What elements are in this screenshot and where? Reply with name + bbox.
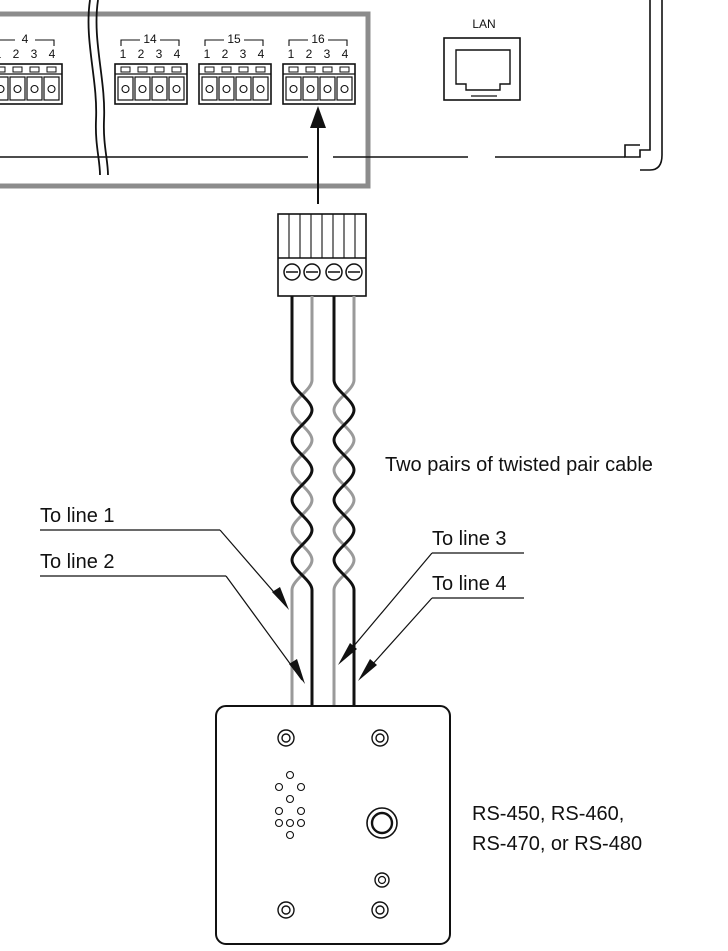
pin-number: 3 — [156, 47, 163, 61]
pin-number: 4 — [49, 47, 56, 61]
plug-screw — [303, 263, 321, 281]
cable-label: Two pairs of twisted pair cable — [385, 454, 653, 476]
pin-number: 2 — [306, 47, 313, 61]
connector-number: 4 — [22, 32, 29, 46]
pin-number: 4 — [174, 47, 181, 61]
speaker-hole — [285, 770, 295, 780]
wire-line-1 — [290, 296, 314, 706]
line3-label: To line 3 — [432, 528, 507, 550]
connector-number: 15 — [227, 32, 241, 46]
pin-number: 2 — [13, 47, 20, 61]
pin-number: 1 — [204, 47, 211, 61]
chassis-right-edge — [624, 0, 663, 171]
terminal-plug — [277, 213, 367, 297]
pin-number: 1 — [120, 47, 127, 61]
pin-number: 4 — [342, 47, 349, 61]
passing-cable-2 — [95, 0, 109, 176]
rear-panel-frame — [0, 11, 371, 189]
plug-screw — [345, 263, 363, 281]
plug-screw — [283, 263, 301, 281]
device-model-label-2: RS-470, or RS-480 — [472, 833, 642, 855]
lan-port: LAN — [443, 17, 521, 101]
line2-label: To line 2 — [40, 551, 115, 573]
speaker-hole — [296, 782, 306, 792]
speaker-grille — [274, 770, 306, 840]
wire-line-2 — [290, 296, 314, 706]
speaker-hole — [296, 818, 306, 828]
insert-arrow — [310, 106, 326, 204]
pin-number: 3 — [324, 47, 331, 61]
remote-station-device — [215, 705, 451, 945]
mounting-screw — [277, 729, 295, 747]
speaker-hole — [274, 782, 284, 792]
line1-label: To line 1 — [40, 505, 115, 527]
connector-number: 14 — [143, 32, 157, 46]
speaker-hole — [285, 830, 295, 840]
call-button — [366, 807, 398, 839]
speaker-hole — [274, 806, 284, 816]
pin-number: 3 — [31, 47, 38, 61]
pin-number: 3 — [240, 47, 247, 61]
device-model-label-1: RS-450, RS-460, — [472, 803, 624, 825]
lan-label: LAN — [472, 17, 495, 31]
pin-number: 1 — [0, 47, 2, 61]
passing-cable — [87, 0, 101, 176]
speaker-hole — [285, 818, 295, 828]
speaker-hole — [296, 806, 306, 816]
speaker-hole — [285, 794, 295, 804]
pin-number: 4 — [258, 47, 265, 61]
leader-lines — [40, 529, 524, 684]
plug-screw — [325, 263, 343, 281]
mounting-screw — [371, 901, 389, 919]
pin-number: 1 — [288, 47, 295, 61]
connector-number: 16 — [311, 32, 325, 46]
terminal-connectors: 41234141234151234161234 — [0, 32, 356, 105]
pin-number: 2 — [138, 47, 145, 61]
speaker-hole — [274, 818, 284, 828]
pin-number: 2 — [222, 47, 229, 61]
line4-label: To line 4 — [432, 573, 507, 595]
mounting-screw — [371, 729, 389, 747]
main-unit: LAN 41234141234151234161234 — [0, 0, 663, 189]
wire-line-3 — [332, 296, 356, 706]
indicator-led — [374, 872, 390, 888]
twisted-pair-cables — [290, 296, 356, 706]
mounting-screw — [277, 901, 295, 919]
